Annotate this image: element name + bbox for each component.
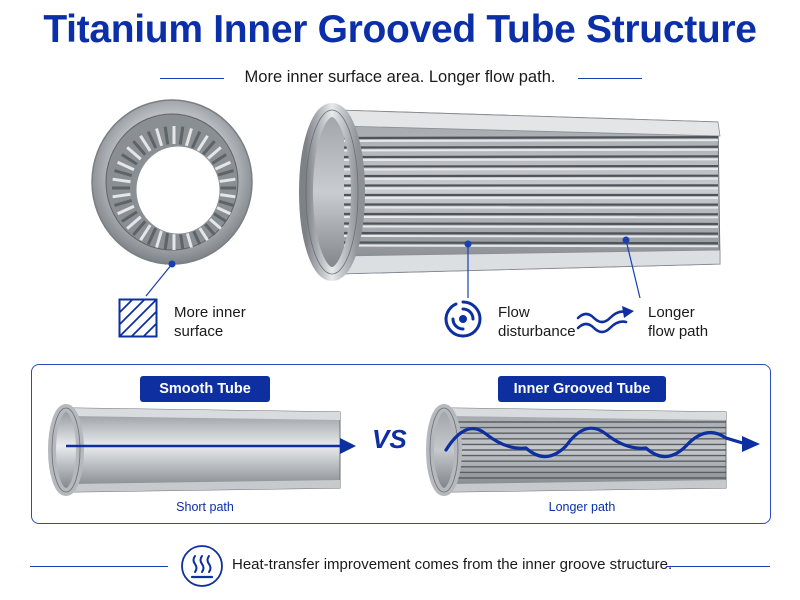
groove-highlight: [343, 244, 719, 248]
groove-tooth: [132, 140, 147, 156]
groove-tooth: [155, 128, 164, 147]
groove-tooth: [116, 160, 135, 172]
groove-tooth: [132, 220, 147, 236]
groove-tooth: [139, 135, 152, 152]
path-label-line1: Longer: [648, 304, 695, 321]
groove-tooth: [126, 146, 142, 161]
tube-end-view: [91, 99, 253, 268]
groove-tooth: [178, 126, 185, 145]
grooved-tube: [426, 404, 760, 496]
heat-waves-icon: [181, 545, 223, 587]
subtitle: More inner surface area. Longer flow pat…: [244, 68, 556, 86]
groove-tooth: [190, 130, 202, 149]
groove-tooth: [201, 140, 216, 156]
comparison-panel: [31, 364, 771, 524]
page-title: Titanium Inner Grooved Tube Structure: [43, 8, 757, 51]
groove-line: [343, 231, 719, 235]
surface-label: More inner surface: [174, 303, 246, 341]
groove-tooth: [217, 177, 236, 184]
groove-tooth: [163, 231, 170, 250]
groove-tooth: [121, 153, 138, 166]
vs-label: VS: [372, 424, 407, 454]
groove-tooth: [112, 177, 131, 184]
short-path-caption: Short path: [176, 500, 234, 514]
subtitle-row: More inner surface area. Longer flow pat…: [0, 68, 800, 90]
grooved-tube-label: Inner Grooved Tube: [498, 376, 666, 402]
footer-text: Heat-transfer improvement comes from the…: [232, 556, 673, 573]
hatched-square-icon: [118, 298, 158, 338]
groove-tooth: [213, 160, 232, 172]
groove-tooth: [215, 169, 234, 178]
path-label-line2: flow path: [648, 323, 709, 340]
groove-tooth: [206, 146, 222, 161]
groove-tooth: [146, 227, 158, 246]
groove-highlight: [343, 158, 719, 161]
groove-highlight: [343, 235, 719, 238]
groove-tooth: [121, 210, 138, 223]
surface-label-line2: surface: [174, 323, 224, 340]
groove-tooth: [217, 192, 236, 199]
flow-label: Flow disturbance: [498, 303, 576, 341]
wavy-arrow-icon: [576, 306, 634, 334]
flow-label-line1: Flow: [498, 304, 530, 321]
groove-tooth: [210, 153, 227, 166]
groove-line: [343, 145, 719, 149]
groove-tooth: [114, 198, 133, 207]
groove-tooth: [163, 126, 170, 145]
footer-right-line: [666, 566, 770, 567]
path-label: Longer flow path: [648, 303, 708, 341]
groove-line: [343, 241, 719, 245]
groove-tooth: [146, 130, 158, 149]
flow-label-line2: disturbance: [498, 323, 576, 340]
groove-highlight: [343, 148, 719, 152]
groove-line: [343, 155, 719, 159]
swirl-icon: [444, 300, 482, 338]
groove-tooth: [178, 231, 185, 250]
longer-path-caption: Longer path: [548, 500, 616, 514]
groove-tooth: [112, 192, 131, 199]
footer-left-line: [30, 566, 168, 567]
groove-tooth: [155, 229, 164, 248]
groove-tooth: [126, 215, 142, 230]
groove-line: [343, 136, 719, 140]
smooth-tube: [48, 404, 356, 496]
inner-grooves: [343, 136, 719, 248]
groove-tooth: [196, 135, 209, 152]
groove-tooth: [116, 204, 135, 216]
subtitle-right-line: [578, 78, 642, 79]
groove-tooth: [114, 169, 133, 178]
groove-tooth: [139, 224, 152, 241]
tube-cutaway-large: [299, 103, 721, 281]
surface-label-line1: More inner: [174, 304, 246, 321]
smooth-tube-label: Smooth Tube: [140, 376, 270, 402]
groove-highlight: [343, 139, 719, 142]
subtitle-left-line: [160, 78, 224, 79]
groove-tooth: [184, 128, 193, 147]
